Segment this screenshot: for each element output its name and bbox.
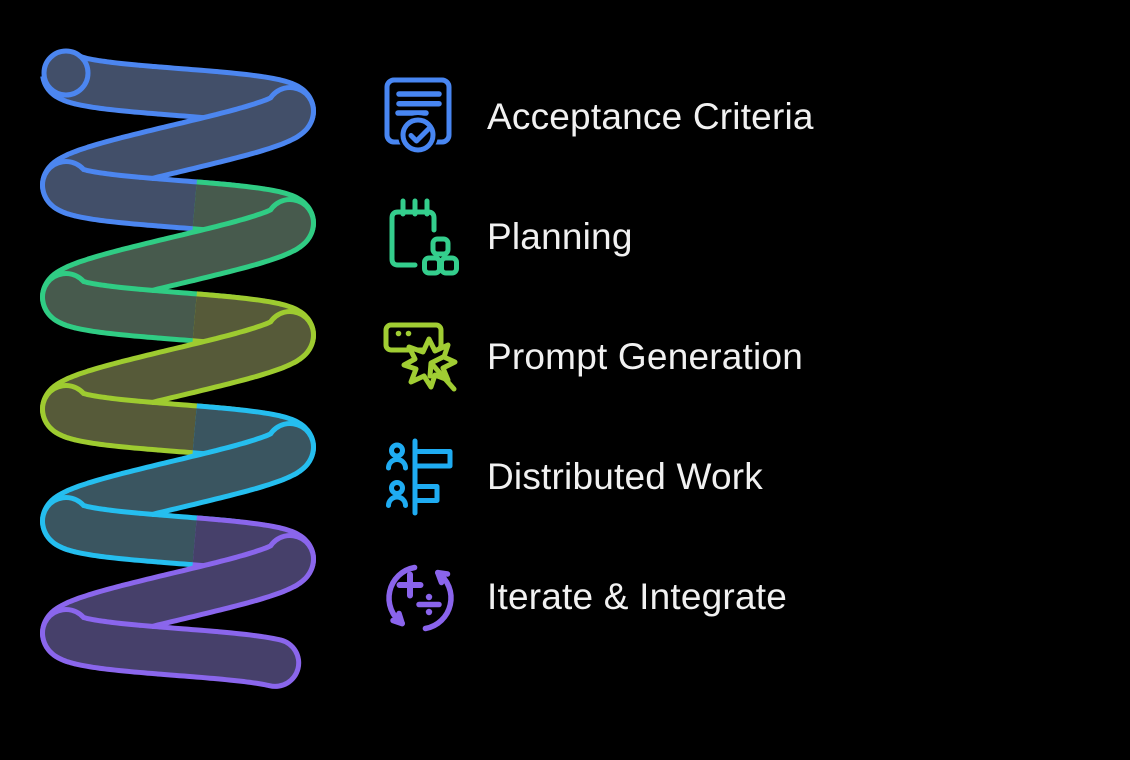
list-item-acceptance-criteria: Acceptance Criteria <box>378 57 1118 177</box>
spiral-coil-illustration <box>40 47 316 689</box>
team-structure-icon <box>378 435 463 520</box>
list-item-planning: Planning <box>378 177 1118 297</box>
planning-notepad-icon <box>378 195 463 280</box>
list-item-label: Acceptance Criteria <box>487 96 814 137</box>
list-item-label: Prompt Generation <box>487 336 804 377</box>
list-item-label: Distributed Work <box>487 456 763 497</box>
coil-end-cap <box>41 48 91 98</box>
prompt-spark-icon <box>378 315 463 400</box>
iterate-cycle-icon <box>378 555 463 640</box>
list-item-label: Planning <box>487 216 633 257</box>
list-item-iterate-integrate: Iterate & Integrate <box>378 537 1118 657</box>
list-item-prompt-generation: Prompt Generation <box>378 297 1118 417</box>
process-list: Acceptance Criteria Planning <box>378 57 1118 657</box>
list-item-label: Iterate & Integrate <box>487 576 787 617</box>
document-check-icon <box>378 75 463 160</box>
list-item-distributed-work: Distributed Work <box>378 417 1118 537</box>
